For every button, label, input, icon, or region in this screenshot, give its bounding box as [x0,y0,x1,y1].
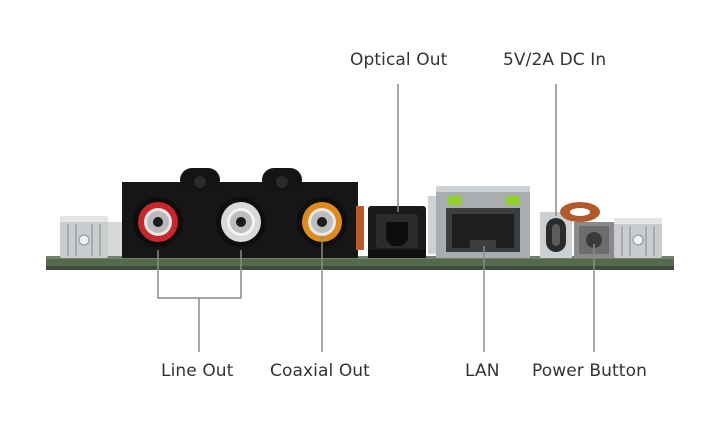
toroid-inductor [560,202,600,222]
label-optical-out: Optical Out [350,50,448,70]
label-line-out: Line Out [161,361,234,381]
rj45-port [428,186,530,258]
rca-white-jack [216,197,266,247]
usb-c-port [540,212,572,258]
toslink-port [368,206,426,258]
pcb-board [46,256,674,270]
left-heatsink [60,216,122,258]
label-power-button: Power Button [532,361,647,381]
right-heatsink [614,218,662,258]
label-coaxial-out: Coaxial Out [270,361,370,381]
rca-orange-jack [297,197,347,247]
tactile-button [574,222,614,258]
label-dc-in: 5V/2A DC In [503,50,607,70]
leader-lines [157,84,595,352]
label-lan: LAN [465,361,500,381]
inductor-left [356,206,364,250]
rca-red-jack [133,197,183,247]
